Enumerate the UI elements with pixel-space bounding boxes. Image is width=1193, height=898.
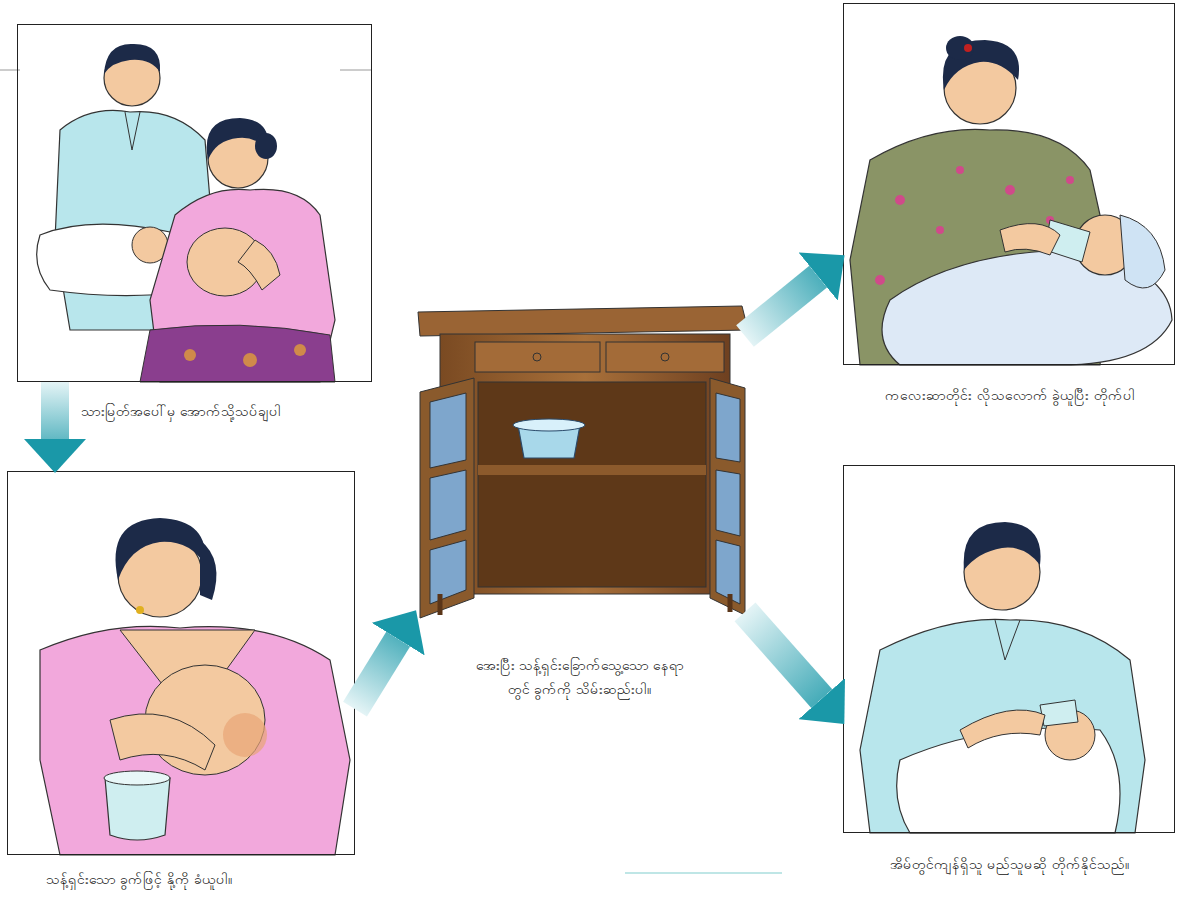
caption-text: သန့်ရှင်းသော ခွက်ဖြင့် နို့ကို ခံယူပါ။ <box>46 867 366 891</box>
cabinet-illustration-part <box>475 342 600 372</box>
mother-father-figure-part <box>255 133 277 159</box>
cabinet-illustration-part <box>430 540 466 604</box>
cup-feeding-figure-part <box>1005 185 1015 195</box>
flow-arrow <box>41 382 69 439</box>
caption-text: အေးပြီး သန့်ရှင်းခြောက်သွေ့သော နေရာတွင် … <box>470 653 690 701</box>
illustration-panel: ကလေးဆာတိုင်း လိုသလောက် ခွဲယူပြီး တိုက်ပါ <box>843 3 1175 365</box>
caption-text: ကလေးဆာတိုင်း လိုသလောက် ခွဲယူပြီး တိုက်ပါ <box>832 383 1188 407</box>
flow-arrow <box>745 277 818 336</box>
cabinet-illustration-part <box>661 353 669 361</box>
cup-feeding-figure-part <box>895 195 905 205</box>
cabinet-illustration-part <box>728 594 733 612</box>
cabinet-illustration-part <box>478 465 706 475</box>
mother-father-figure-part <box>125 112 140 150</box>
father-feeding-figure-part <box>1040 700 1078 726</box>
cabinet-illustration-part <box>716 393 740 462</box>
rule-line <box>340 70 372 71</box>
caption-text: သားမြတ်အပေါ်မှ အောက်သို့သပ်ချပါ <box>81 399 381 423</box>
mother-father-figure-part <box>294 344 306 356</box>
illustration-panel: သန့်ရှင်းသော ခွက်ဖြင့် နို့ကို ခံယူပါ။ <box>7 471 355 855</box>
rule-line <box>625 872 782 874</box>
cabinet-illustration-part <box>716 470 740 536</box>
cup-feeding-figure-part <box>936 226 944 234</box>
illustration-panel: အိမ်တွင်ကျန်ရှိသူ မည်သူမဆို တိုက်နိုင်သည… <box>843 465 1175 833</box>
cabinet-illustration-part <box>533 353 541 361</box>
expressing-mother-figure-part <box>104 771 170 785</box>
expressing-mother-figure-part <box>105 778 170 840</box>
cabinet-illustration-part <box>430 393 466 468</box>
mother-father-figure-part <box>243 353 257 367</box>
mother-father-figure <box>37 44 335 382</box>
expressing-mother-figure-part <box>223 713 267 757</box>
cup-feeding-figure <box>850 36 1172 365</box>
cup-feeding-figure-part <box>956 166 964 174</box>
caption-text: အိမ်တွင်ကျန်ရှိသူ မည်သူမဆို တိုက်နိုင်သည… <box>832 852 1188 876</box>
expressing-mother-figure-part <box>200 540 216 600</box>
father-feeding-figure <box>860 522 1145 833</box>
cabinet-illustration-part <box>513 419 585 431</box>
expressing-mother-figure-part <box>40 626 350 855</box>
father-feeding-figure-part <box>860 619 1145 833</box>
mother-father-figure-part <box>184 349 196 361</box>
cabinet-illustration-part <box>418 306 748 336</box>
cup-feeding-figure-part <box>1000 224 1060 255</box>
cup-feeding-figure-part <box>964 44 972 52</box>
cabinet-illustration-part <box>430 470 466 540</box>
cabinet-illustration-part <box>438 594 443 615</box>
flow-arrow <box>355 639 398 709</box>
cup-feeding-figure-part <box>875 275 885 285</box>
father-feeding-figure-part <box>964 522 1041 570</box>
illustration-panel: သားမြတ်အပေါ်မှ အောက်သို့သပ်ချပါ <box>17 24 372 382</box>
cup-feeding-figure-part <box>1066 176 1074 184</box>
cabinet-illustration-part <box>420 378 474 618</box>
mother-father-figure-part <box>238 240 280 290</box>
cabinet-illustration-part <box>606 342 724 372</box>
illustration-group: အေးပြီး သန့်ရှင်းခြောက်သွေ့သော နေရာတွင် … <box>415 305 745 615</box>
cup-feeding-figure-part <box>1120 215 1165 288</box>
cup-feeding-figure-part <box>946 36 974 60</box>
expressing-mother-figure-part <box>110 714 215 770</box>
father-feeding-figure-part <box>995 620 1020 660</box>
cabinet-illustration-part <box>478 382 706 587</box>
cabinet-illustration <box>418 306 748 618</box>
expressing-mother-figure-part <box>116 518 206 580</box>
father-feeding-figure-part <box>960 710 1045 748</box>
expressing-mother-figure <box>40 518 350 855</box>
expressing-mother-figure-part <box>136 606 144 614</box>
cabinet-illustration-part <box>710 378 745 615</box>
mother-father-figure-part <box>140 325 335 382</box>
mother-father-figure-part <box>104 44 160 74</box>
cabinet-illustration-part <box>440 334 730 594</box>
flow-arrow <box>745 612 822 699</box>
